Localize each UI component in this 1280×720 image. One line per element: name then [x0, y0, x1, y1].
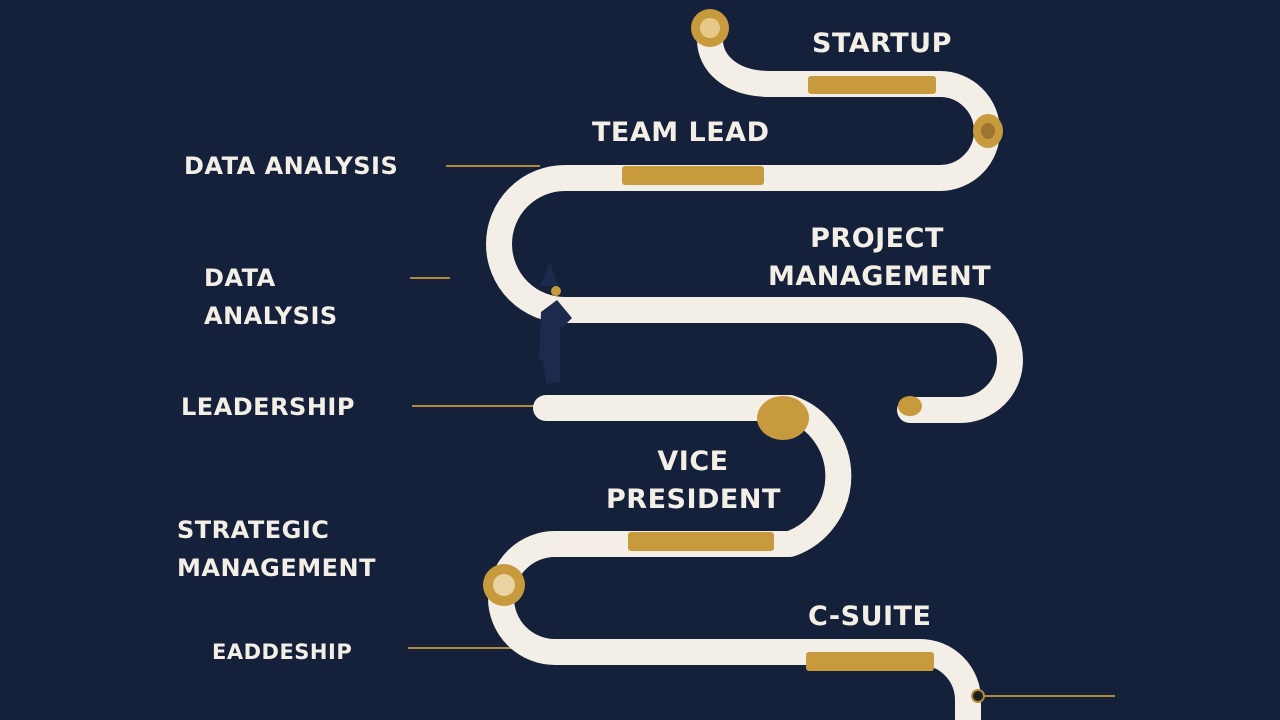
node-end [971, 689, 985, 703]
skill-label-data-analysis-1: DATA ANALYSIS [184, 152, 399, 180]
skill-label-data-analysis-2-line1: DATA [204, 264, 276, 292]
skill-label-data-analysis-2-line2: ANALYSIS [204, 302, 338, 330]
milestone-bar-c-suite [806, 652, 934, 671]
milestone-nodes [483, 9, 1003, 703]
person-figure [539, 262, 572, 384]
milestone-label-c-suite: C-SUITE [808, 601, 932, 632]
milestone-label-vice-president-line2: PRESIDENT [606, 484, 781, 515]
node-vice-president [757, 396, 809, 440]
milestone-bar-team-lead [622, 166, 764, 185]
node-right-bend [973, 114, 1003, 148]
career-road [486, 15, 1023, 720]
milestone-label-vice-president-line1: VICE [657, 446, 729, 477]
node-strategic [483, 564, 525, 606]
skill-label-leadership: LEADERSHIP [181, 393, 355, 421]
milestone-label-vice-president: VICE PRESIDENT [606, 443, 780, 519]
skill-label-eaddeship: EADDESHIP [212, 640, 353, 664]
milestone-bar-startup [808, 76, 936, 94]
start-node [691, 9, 729, 47]
node-road-end [898, 396, 922, 416]
skill-label-strategic-management-line1: STRATEGIC [177, 516, 330, 544]
milestone-label-team-lead: TEAM LEAD [592, 117, 770, 148]
milestone-label-startup: STARTUP [812, 28, 952, 59]
milestone-label-project-management: PROJECT MANAGEMENT [768, 220, 992, 296]
skill-label-data-analysis-2: DATA ANALYSIS [204, 259, 338, 335]
skill-label-strategic-management-line2: MANAGEMENT [177, 554, 376, 582]
milestone-bars [622, 76, 936, 671]
milestone-label-project-management-line1: PROJECT [810, 223, 944, 254]
skill-connectors [408, 165, 1115, 697]
milestone-bar-vice-president [628, 532, 774, 551]
skill-label-strategic-management: STRATEGIC MANAGEMENT [177, 511, 376, 587]
milestone-label-project-management-line2: MANAGEMENT [768, 261, 992, 292]
